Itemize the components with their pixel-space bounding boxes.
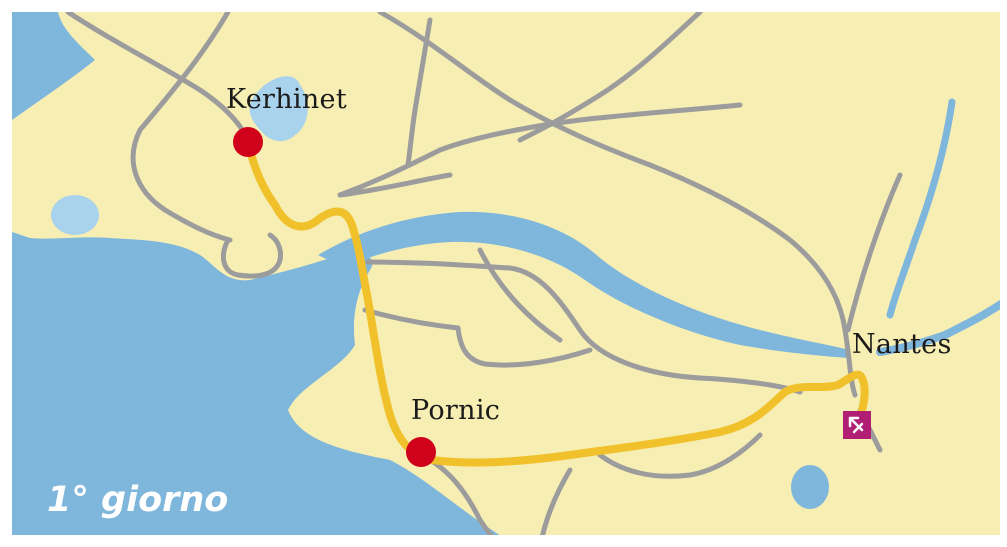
airport-icon[interactable] [843,411,871,439]
kerhinet-marker[interactable] [233,127,263,157]
pornic-marker[interactable] [406,437,436,467]
day-title: 1° giorno [47,480,229,520]
kerhinet-label: Kerhinet [226,84,347,115]
route-line [244,138,869,467]
road-network [65,9,903,547]
north-river [886,98,956,319]
lake-grand-lieu [791,465,829,509]
briere-lake [249,76,308,142]
loire-river [318,211,850,358]
pornic-label: Pornic [411,395,501,426]
west-lake [51,195,99,235]
east-river [876,296,1007,356]
nantes-label: Nantes [852,329,952,360]
